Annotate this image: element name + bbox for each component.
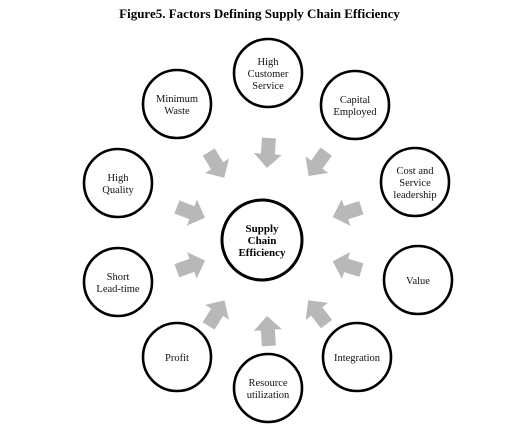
- factor-circle: [232, 37, 304, 109]
- factor-circle: [82, 147, 154, 219]
- factor-label-short-lead-time-line-2: Lead-time: [96, 284, 139, 295]
- factor-circle: [319, 69, 391, 141]
- arrow-integration: [305, 300, 333, 329]
- arrow-resource-utilization: [253, 316, 282, 347]
- factor-circle: [141, 321, 213, 393]
- arrows-layer: [174, 137, 364, 347]
- factor-label-high-quality-line-1: High: [108, 173, 130, 184]
- factor-label-capital-employed-line-2: Employed: [333, 107, 377, 118]
- center-label-line-3: Efficiency: [238, 247, 286, 259]
- arrow-shape: [202, 300, 229, 330]
- arrow-shape: [253, 316, 282, 347]
- arrow-minimum-waste: [202, 148, 230, 178]
- factor-label-resource-utilization-line-2: utilization: [247, 390, 290, 401]
- factor-circle: [82, 246, 154, 318]
- factor-node-profit: Profit: [141, 321, 213, 393]
- arrow-shape: [305, 147, 332, 176]
- factor-label-cost-and-service-leadership-line-3: leadership: [393, 190, 436, 201]
- arrow-shape: [332, 199, 364, 226]
- arrow-shape: [174, 252, 206, 279]
- center-label-line-1: Supply: [245, 223, 279, 235]
- arrow-cost-and-service-leadership: [332, 199, 364, 226]
- factor-label-minimum-waste-line-2: Waste: [164, 106, 190, 117]
- factor-label-resource-utilization-line-1: Resource: [248, 378, 287, 389]
- factor-circle: [141, 68, 213, 140]
- factor-node-value: Value: [382, 244, 454, 316]
- factor-label-high-customer-service-line-1: High: [258, 57, 280, 68]
- arrow-shape: [332, 252, 364, 279]
- diagram-title: Figure5. Factors Defining Supply Chain E…: [119, 6, 400, 21]
- factor-circle: [382, 244, 454, 316]
- factor-label-profit-line-1: Profit: [165, 353, 189, 364]
- factor-label-short-lead-time-line-1: Short: [107, 272, 130, 283]
- factor-label-high-customer-service-line-2: Customer: [248, 69, 289, 80]
- center-circle: [220, 198, 304, 282]
- factor-label-high-customer-service-line-3: Service: [252, 81, 284, 92]
- factor-circle: [232, 352, 304, 424]
- factor-label-value-line-1: Value: [406, 276, 430, 287]
- arrow-short-lead-time: [174, 252, 206, 279]
- arrow-high-customer-service: [253, 137, 282, 168]
- arrow-capital-employed: [305, 147, 332, 176]
- factor-label-cost-and-service-leadership-line-1: Cost and: [396, 166, 434, 177]
- center-label-line-2: Chain: [248, 235, 277, 247]
- arrow-profit: [202, 300, 229, 330]
- factor-label-cost-and-service-leadership-line-2: Service: [399, 178, 431, 189]
- factor-circle: [379, 146, 451, 218]
- factor-node-integration: Integration: [321, 321, 393, 393]
- arrow-shape: [253, 137, 282, 168]
- factor-label-integration-line-1: Integration: [334, 353, 381, 364]
- factor-circle: [321, 321, 393, 393]
- factor-label-high-quality-line-2: Quality: [102, 185, 134, 196]
- arrow-shape: [305, 300, 333, 329]
- arrow-value: [332, 252, 364, 279]
- arrow-shape: [174, 199, 205, 226]
- arrow-shape: [202, 148, 230, 178]
- factor-label-minimum-waste-line-1: Minimum: [156, 94, 198, 105]
- factor-label-capital-employed-line-1: Capital: [340, 95, 370, 106]
- arrow-high-quality: [174, 199, 205, 226]
